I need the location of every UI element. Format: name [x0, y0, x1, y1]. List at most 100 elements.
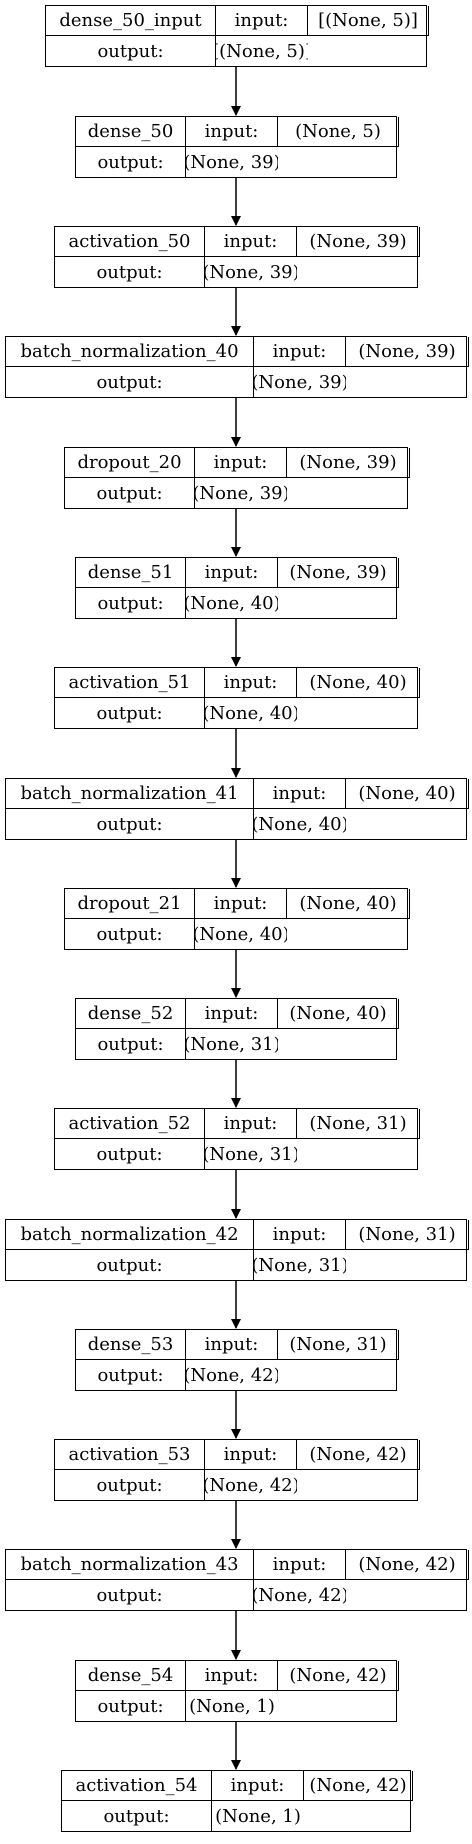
output-shape: (None, 1)	[189, 1695, 275, 1717]
layer-name: activation_52	[55, 1109, 205, 1139]
input-shape: (None, 42)	[278, 1661, 398, 1691]
layer-type: Dropout	[409, 448, 410, 478]
layer-type: Activation	[419, 1109, 420, 1139]
output-shape: (None, 39)	[254, 371, 346, 393]
output-shape: (None, 40)	[254, 813, 346, 835]
layer-type: Activation	[419, 227, 420, 257]
output-shape: (None, 42)	[254, 1584, 346, 1606]
output-label: output:	[65, 478, 195, 508]
input-shape: (None, 40)	[278, 999, 398, 1029]
layer-type: BatchNormalization	[468, 1550, 469, 1580]
input-label: input:	[186, 999, 278, 1029]
layer-type: BatchNormalization	[468, 779, 469, 809]
layer-type: Dense	[398, 1661, 399, 1691]
layer-type: Activation	[419, 1440, 420, 1470]
output-shape: (None, 40)	[186, 592, 278, 614]
layer-type: Dense	[398, 117, 399, 147]
layer-name: batch_normalization_40	[6, 337, 254, 367]
output-label: output:	[55, 698, 205, 728]
output-shape: (None, 31)	[205, 1143, 297, 1165]
output-shape: (None, 39)	[205, 261, 297, 283]
input-shape: (None, 40)	[297, 668, 419, 698]
layer-type: Dense	[398, 999, 399, 1029]
layer-name: activation_53	[55, 1440, 205, 1470]
output-label: output:	[76, 1691, 186, 1721]
layer-name: dense_50	[76, 117, 186, 147]
layer-type: BatchNormalization	[468, 1220, 469, 1250]
input-shape: (None, 39)	[346, 337, 468, 367]
output-shape: (None, 42)	[186, 1364, 278, 1386]
layer-name: batch_normalization_41	[6, 779, 254, 809]
input-label: input:	[254, 337, 346, 367]
output-label: output:	[76, 1360, 186, 1390]
output-shape: [(None, 5)]	[216, 40, 308, 62]
input-shape: (None, 39)	[287, 448, 409, 478]
input-label: input:	[205, 227, 297, 257]
output-shape: (None, 31)	[186, 1033, 278, 1055]
input-label: input:	[205, 1109, 297, 1139]
input-label: input:	[205, 668, 297, 698]
input-label: input:	[186, 1330, 278, 1360]
output-label: output:	[55, 1139, 205, 1169]
input-shape: (None, 40)	[287, 889, 409, 919]
input-label: input:	[195, 889, 287, 919]
layer-name: dense_53	[76, 1330, 186, 1360]
output-label: output:	[62, 1801, 212, 1831]
input-label: input:	[195, 448, 287, 478]
input-shape: (None, 39)	[278, 558, 398, 588]
layer-name: dense_52	[76, 999, 186, 1029]
layer-name: activation_50	[55, 227, 205, 257]
output-label: output:	[76, 1029, 186, 1059]
output-label: output:	[76, 147, 186, 177]
input-label: input:	[212, 1771, 304, 1801]
layer-name: dropout_21	[65, 889, 195, 919]
output-label: output:	[65, 919, 195, 949]
layer-name: activation_54	[62, 1771, 212, 1801]
layer-type: Dense	[398, 1330, 399, 1360]
output-shape: (None, 40)	[205, 702, 297, 724]
output-shape: (None, 31)	[254, 1254, 346, 1276]
output-shape: (None, 42)	[205, 1474, 297, 1496]
output-label: output:	[6, 809, 254, 839]
input-label: input:	[205, 1440, 297, 1470]
input-shape: (None, 40)	[346, 779, 468, 809]
input-label: input:	[254, 779, 346, 809]
layer-name: dense_50_input	[46, 6, 216, 36]
output-label: output:	[55, 257, 205, 287]
layer-name: dropout_20	[65, 448, 195, 478]
output-shape: (None, 39)	[186, 151, 278, 173]
layer-name: batch_normalization_42	[6, 1220, 254, 1250]
layer-type: Dropout	[409, 889, 410, 919]
output-label: output:	[6, 1580, 254, 1610]
layer-type: Activation	[412, 1771, 413, 1801]
input-label: input:	[254, 1220, 346, 1250]
input-shape: (None, 39)	[297, 227, 419, 257]
layer-type: BatchNormalization	[468, 337, 469, 367]
input-shape: (None, 31)	[278, 1330, 398, 1360]
layer-name: batch_normalization_43	[6, 1550, 254, 1580]
input-shape: (None, 42)	[304, 1771, 412, 1801]
input-label: input:	[186, 117, 278, 147]
input-shape: (None, 42)	[297, 1440, 419, 1470]
output-label: output:	[46, 36, 216, 66]
output-shape: (None, 1)	[215, 1805, 301, 1827]
layer-type: InputLayer	[428, 6, 429, 36]
input-shape: (None, 31)	[297, 1109, 419, 1139]
input-label: input:	[254, 1550, 346, 1580]
